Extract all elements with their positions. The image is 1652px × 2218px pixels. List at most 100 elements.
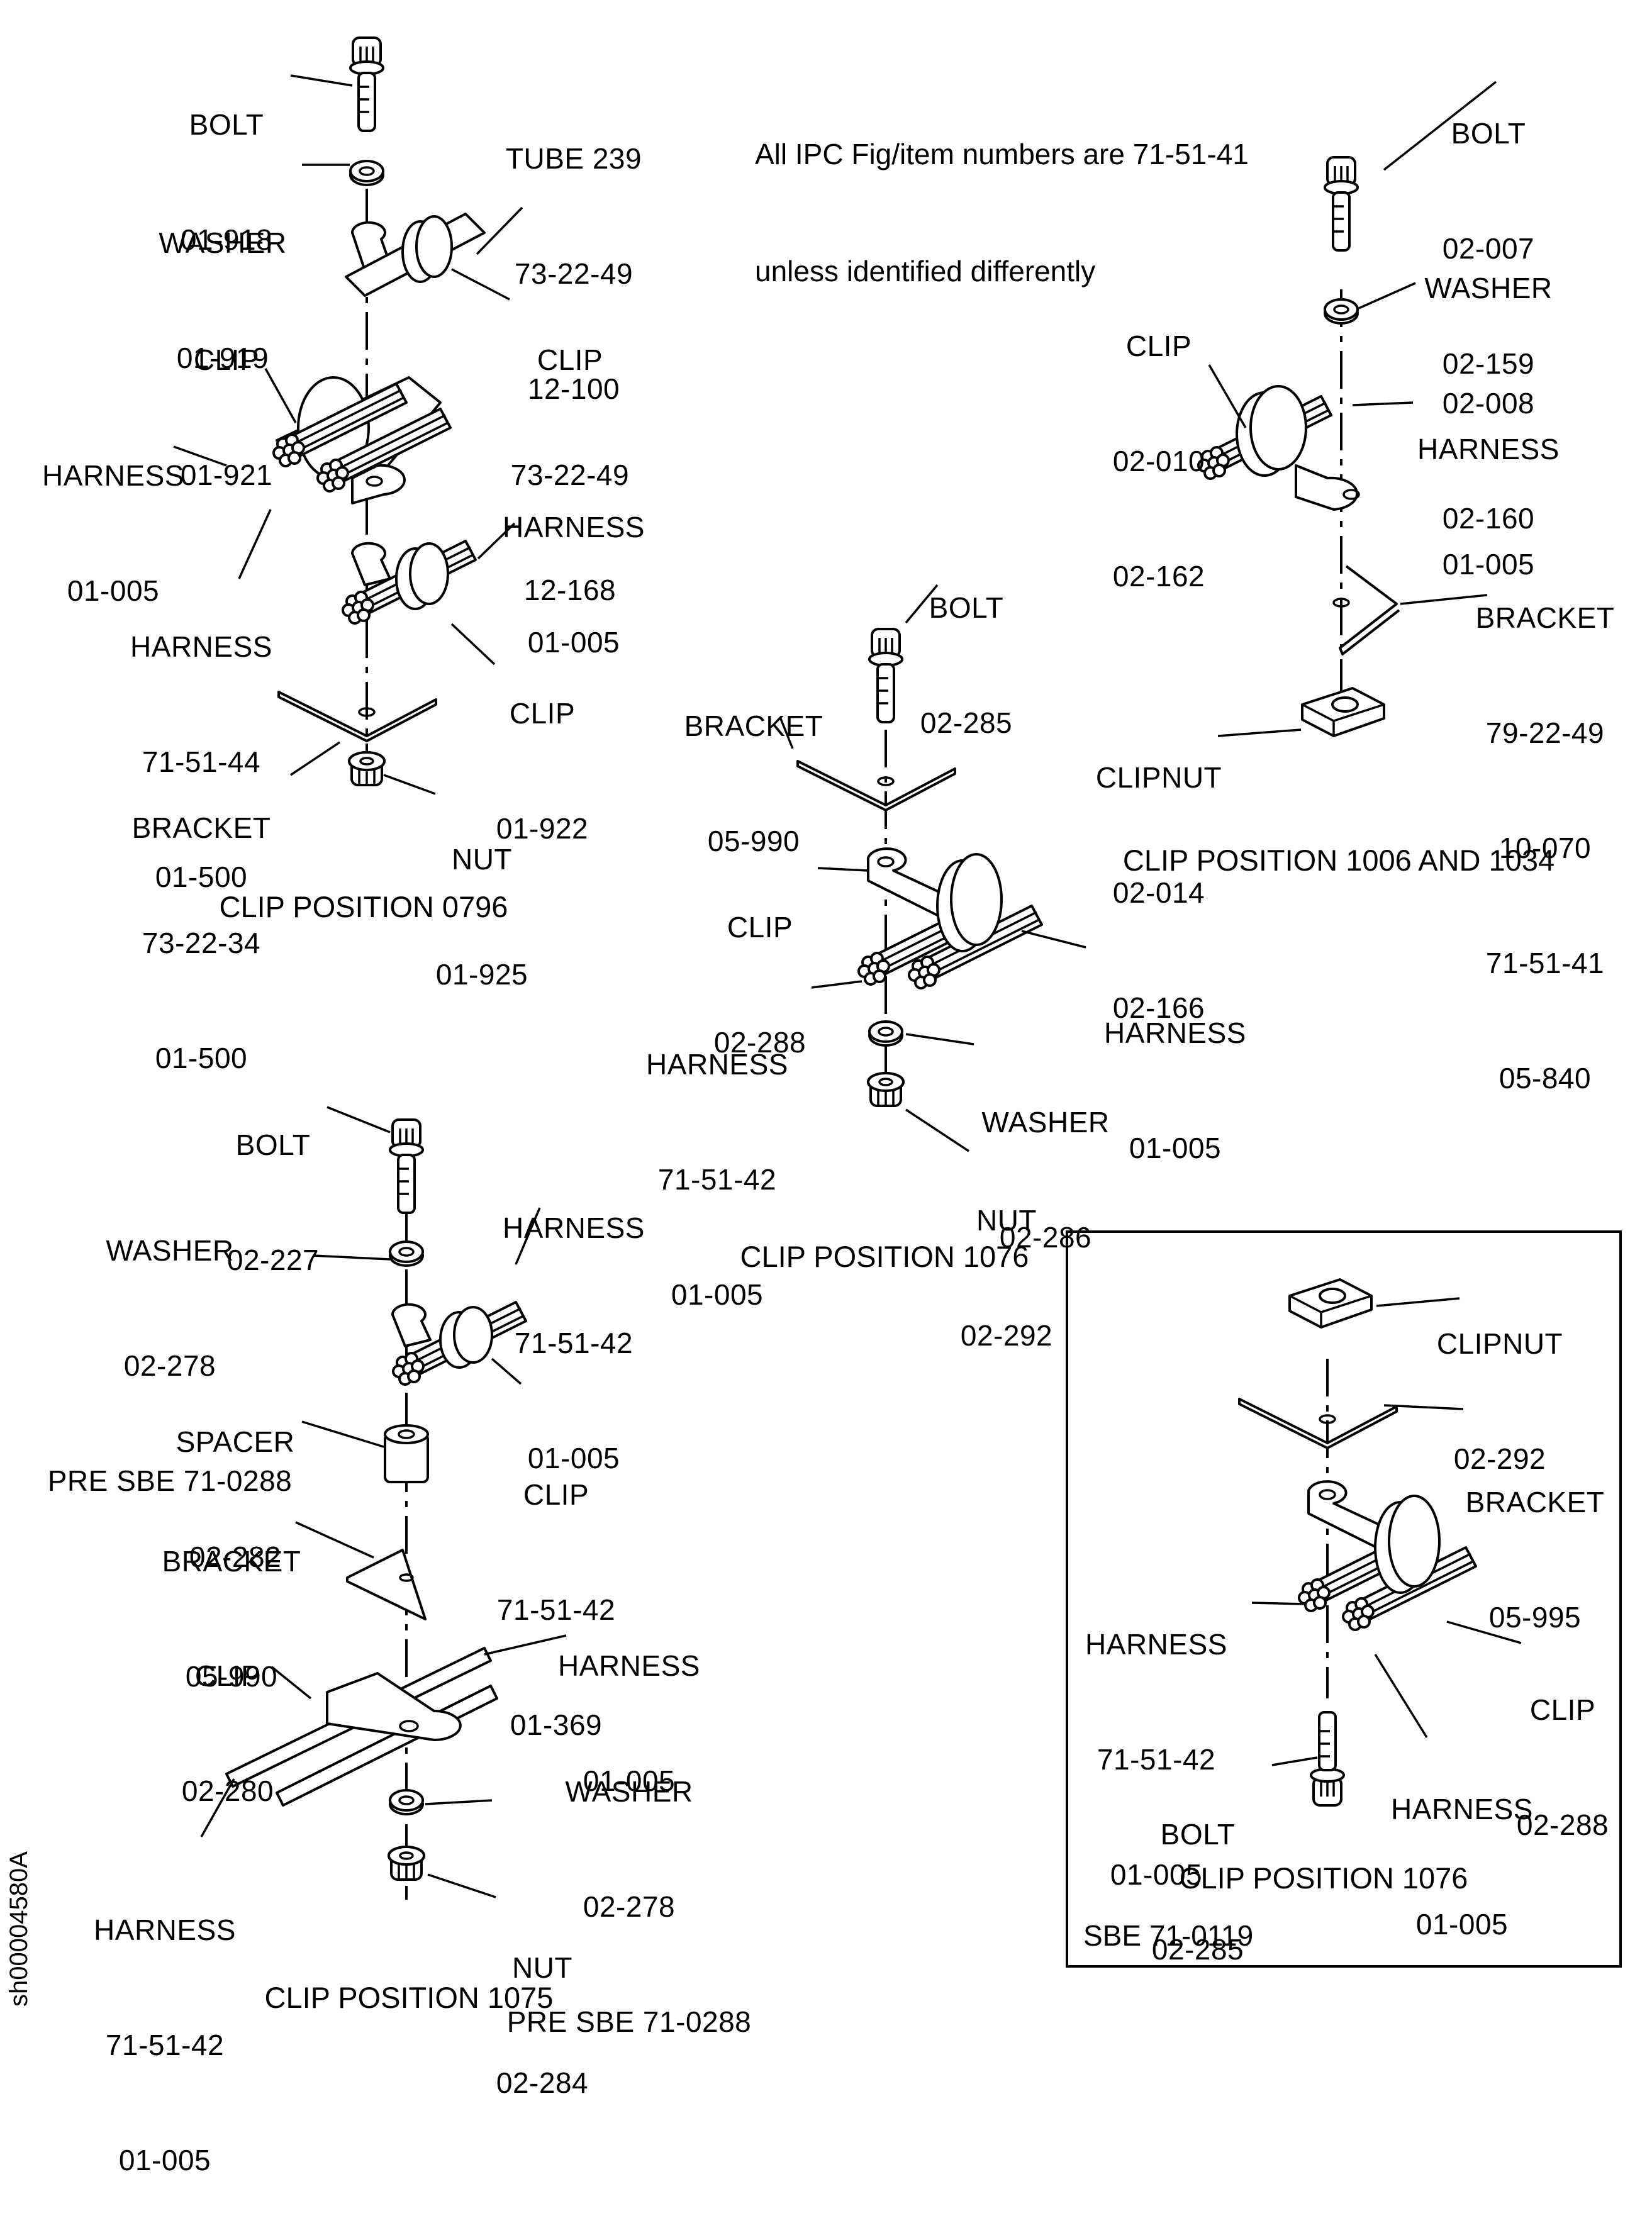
callout-part: HARNESS	[1391, 1793, 1533, 1825]
callout-part: BOLT	[189, 108, 264, 141]
ipc-note: All IPC Fig/item numbers are 71-51-41 un…	[755, 57, 1249, 330]
callout-item: 02-284	[496, 2066, 589, 2099]
callout-part: WASHER	[981, 1106, 1110, 1139]
callout-bolt-01-918: BOLT 01-918	[181, 29, 272, 298]
callout-bolt-02-285: BOLT 02-285	[920, 512, 1012, 781]
callout-part: CLIP	[1125, 330, 1192, 362]
callout-part: WASHER	[565, 1775, 693, 1808]
callout-item: 02-162	[1112, 560, 1205, 593]
callout-item: PRE SBE 71-0288	[47, 1464, 293, 1497]
view-title-1075: CLIP POSITION 1075	[264, 1981, 554, 2014]
callout-item: 71-51-42	[657, 1163, 777, 1196]
view-title-1006-1034: CLIP POSITION 1006 AND 1034	[1122, 844, 1555, 877]
callout-item: 02-288	[1516, 1808, 1609, 1841]
callout-item: 01-005	[1442, 548, 1535, 581]
callout-part: CLIP	[193, 343, 260, 376]
callout-part: WASHER	[159, 226, 287, 259]
callout-part: BRACKET	[1465, 1486, 1605, 1519]
callout-washer-02-008: WASHER 02-008 02-160	[1424, 192, 1552, 576]
callout-item: 01-005	[583, 1764, 676, 1797]
callout-clip-02-010: CLIP 02-010 02-162	[1113, 250, 1205, 634]
callout-item: 01-005	[671, 1278, 764, 1311]
callout-bolt-02-227: BOLT 02-227	[227, 1049, 319, 1318]
callout-item: 02-008	[1442, 387, 1535, 420]
callout-nut-02-292: NUT 02-292	[961, 1125, 1052, 1393]
sbe-label: SBE 71-0119	[1083, 1919, 1254, 1952]
callout-item: 73-22-49	[514, 257, 633, 290]
callout-item: 01-500	[155, 1042, 248, 1074]
callout-part: HARNESS	[130, 630, 272, 663]
callout-part: CLIPNUT	[1095, 761, 1222, 794]
callout-clip-01-369: CLIP 71-51-42 01-369	[497, 1399, 615, 1783]
callout-clip-01-922: CLIP 01-922	[496, 618, 588, 886]
exploded-view-drawing	[173, 36, 1522, 1900]
callout-item: 05-990	[707, 825, 800, 857]
callout-item: 02-227	[226, 1244, 320, 1276]
callout-part: HARNESS	[503, 511, 645, 543]
callout-clip-02-280: CLIP 02-280	[182, 1580, 274, 1849]
callout-clip-01-921: CLIP 01-921	[181, 264, 272, 533]
callout-nut-01-925: NUT 01-925	[436, 764, 528, 1032]
callout-bolt-02-007: BOLT 02-007 02-159	[1443, 38, 1534, 421]
callout-part: CLIPNUT	[1436, 1327, 1563, 1360]
callout-harness-71-51-42: HARNESS 71-51-42 01-005	[646, 969, 788, 1352]
callout-item: 01-005	[1129, 1132, 1222, 1164]
view-clip-position-1076-sbe	[1238, 1278, 1522, 1807]
callout-harness-01-005-a: HARNESS 01-005	[42, 380, 184, 649]
callout-part: HARNESS	[558, 1649, 700, 1682]
callout-harness-01-005: HARNESS 01-005	[1391, 1714, 1533, 1982]
callout-item: 02-014	[1112, 876, 1205, 909]
callout-harness-01-005-b: HARNESS 01-005	[503, 432, 645, 700]
callout-spacer-02-282: SPACER 02-282	[176, 1346, 295, 1615]
callout-part: CLIP	[537, 343, 603, 376]
callout-part: BOLT	[235, 1129, 311, 1161]
callout-part: HARNESS	[1085, 1628, 1227, 1661]
callout-bracket-05-995: BRACKET 05-995	[1466, 1407, 1605, 1675]
callout-item: 05-840	[1499, 1062, 1592, 1095]
callout-item: 05-995	[1488, 1601, 1582, 1634]
callout-part: HARNESS	[646, 1048, 788, 1081]
callout-part: NUT	[511, 1951, 573, 1984]
callout-item: 02-278	[123, 1349, 216, 1382]
callout-item: 10-070	[1499, 832, 1592, 864]
callout-tube-239: TUBE 239 73-22-49 12-100	[506, 63, 642, 447]
callout-harness-71-51-42-c: HARNESS 71-51-42 01-005	[94, 1834, 236, 2218]
callout-item: PRE SBE 71-0288	[506, 2005, 752, 2038]
callout-item: 02-285	[920, 706, 1013, 739]
callout-item: 71-51-42	[105, 2029, 225, 2061]
callout-item: 71-51-44	[142, 745, 261, 778]
callout-bracket-05-990: BRACKET 05-990	[162, 1466, 301, 1734]
callout-part: TUBE 239	[505, 142, 642, 175]
callout-item: 05-990	[185, 1660, 278, 1693]
view-title-1076: CLIP POSITION 1076	[740, 1240, 1029, 1273]
callout-part: CLIP	[194, 1659, 261, 1692]
callout-item: 01-005	[1415, 1908, 1509, 1941]
view-clip-position-1006-1034	[1197, 81, 1497, 737]
callout-part: CLIP	[727, 911, 793, 944]
callout-part: BOLT	[1160, 1818, 1236, 1851]
callout-item: 12-100	[527, 372, 620, 405]
callout-washer-02-278-a: WASHER 02-278 PRE SBE 71-0288	[48, 1155, 293, 1539]
ipc-note-line1: All IPC Fig/item numbers are 71-51-41	[755, 138, 1249, 170]
callout-item: 01-369	[510, 1708, 603, 1741]
callout-bolt-02-285: BOLT 02-285	[1152, 1739, 1244, 2007]
callout-item: 71-51-42	[496, 1593, 616, 1626]
callout-part: BRACKET	[1475, 601, 1615, 634]
callout-item: 01-925	[435, 958, 528, 991]
callout-harness-01-005: HARNESS 01-005	[1417, 354, 1560, 622]
callout-item: 01-921	[180, 459, 273, 491]
callout-item: 02-292	[960, 1319, 1053, 1352]
callout-item: 02-288	[713, 1026, 806, 1059]
callout-bracket-73-22-34: BRACKET 73-22-34 01-500	[132, 732, 271, 1116]
callout-item: 02-007	[1442, 232, 1535, 265]
callout-item: 02-166	[1112, 991, 1205, 1024]
callout-item: 79-22-49	[1485, 716, 1605, 749]
callout-item: 73-22-49	[510, 459, 630, 491]
callout-part: WASHER	[106, 1234, 234, 1267]
callout-washer-01-919: WASHER 01-919	[159, 147, 286, 416]
callout-part: SPACER	[176, 1425, 295, 1458]
callout-item: 01-005	[118, 2144, 211, 2176]
callout-part: CLIP	[523, 1478, 589, 1511]
callout-harness-01-005: HARNESS 01-005	[558, 1570, 700, 1839]
callout-item: 02-160	[1442, 502, 1535, 535]
